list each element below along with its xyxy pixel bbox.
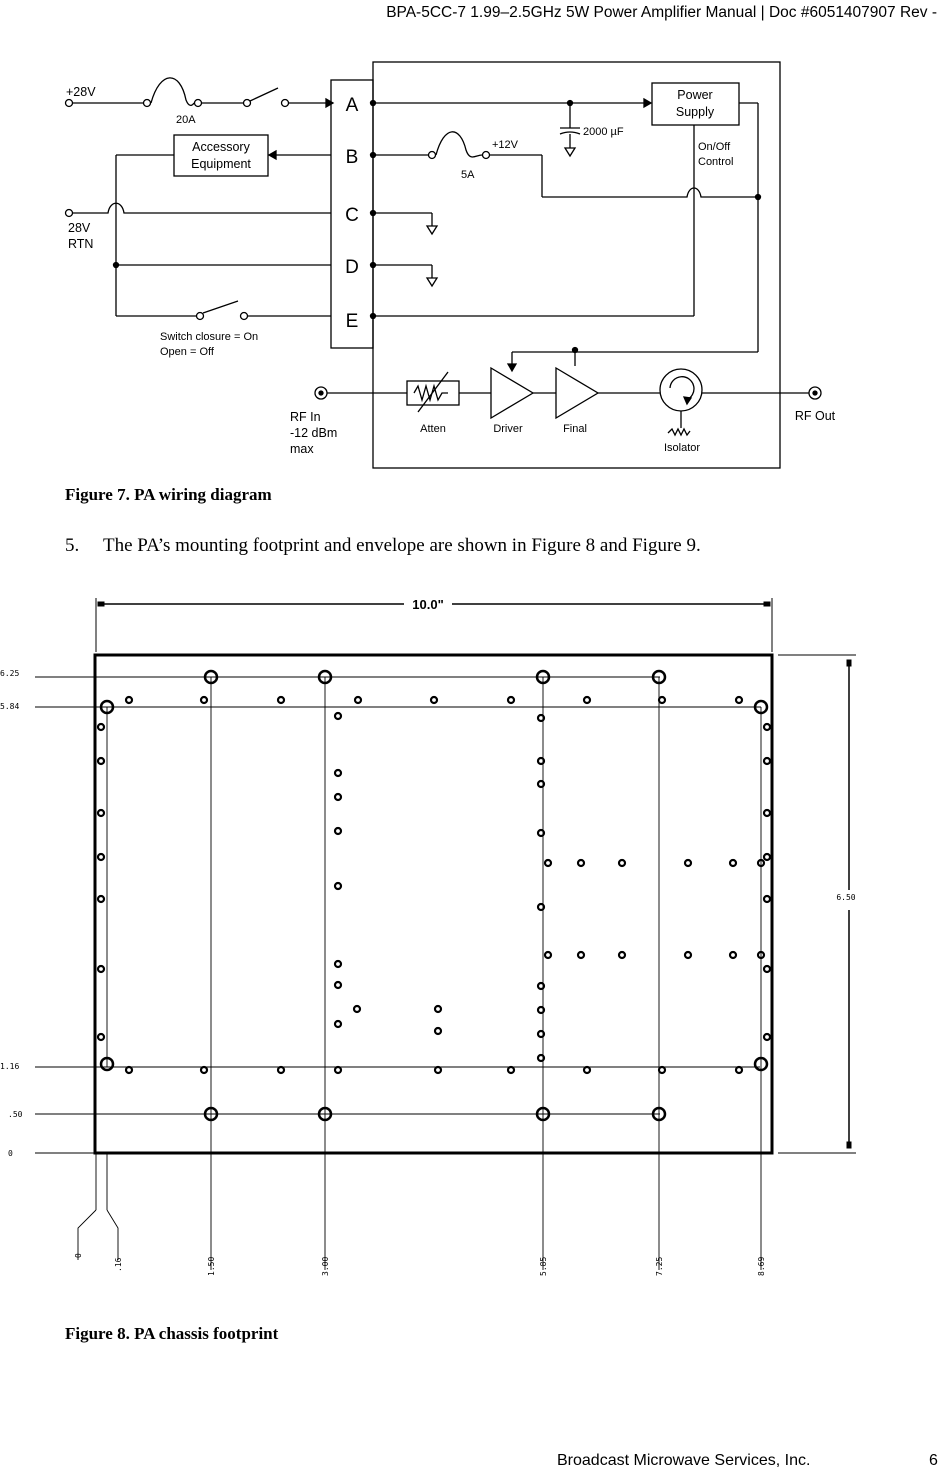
pa-enclosure [372,61,781,469]
paragraph-5: 5. The PA’s mounting footprint and envelo… [65,535,701,557]
label-final: Final [563,423,587,435]
height-dimension: 6.50 [836,893,855,902]
figure8-caption: Figure 8. PA chassis footprint [65,1324,279,1343]
pin-a: A [346,95,359,116]
power-supply-box [651,82,740,126]
pin-c: C [345,205,359,226]
label-switch-closure: Switch closure = On [160,331,258,343]
pa-wiring-diagram: +28V 20A Accessory Equipment 28V RTN A B… [64,61,836,469]
y-label-0: 0 [8,1149,13,1158]
label-5a: 5A [461,169,475,181]
pin-e: E [346,311,359,332]
label-rf-in: RF In [290,410,321,424]
label-control: Control [698,156,733,168]
label-power: Power [677,88,712,102]
label-equipment: Equipment [191,157,251,171]
pa-chassis-footprint: 10.0" 6.50 6.25 5.84 1.16 .50 0 0 .16 1.… [0,597,856,1276]
label-rf-in-max: max [290,442,314,456]
label-20a: 20A [176,114,196,126]
chassis-outline [93,653,774,1155]
final-amp [555,366,600,420]
pin-d: D [345,257,359,278]
y-label-625: 6.25 [0,669,19,678]
label-rtn: RTN [68,237,93,251]
footer-company: Broadcast Microwave Services, Inc. [557,1452,811,1469]
label-atten: Atten [420,423,446,435]
label-28v-rtn: 28V [68,221,91,235]
rf-out-connector [808,386,822,400]
label-12v: +12V [492,139,519,151]
y-label-050: .50 [8,1110,23,1119]
x-label-300: 3.00 [321,1257,330,1276]
page-number: 6 [929,1452,938,1469]
label-open-off: Open = Off [160,346,215,358]
page-header: BPA-5CC-7 1.99–2.5GHz 5W Power Amplifier… [386,4,937,21]
paragraph-number: 5. [65,535,80,556]
label-driver: Driver [493,423,523,435]
y-label-116: 1.16 [0,1062,19,1071]
figure7-caption: Figure 7. PA wiring diagram [65,485,272,504]
x-label-150: 1.50 [207,1257,216,1276]
label-rf-out: RF Out [795,409,836,423]
x-label-869: 8.69 [757,1257,766,1276]
x-label-585: 5.85 [539,1257,548,1276]
label-isolator: Isolator [664,442,700,454]
y-label-584: 5.84 [0,702,19,711]
paragraph-text: The PA’s mounting footprint and envelope… [103,535,701,556]
x-label-016: .16 [114,1257,123,1272]
label-accessory: Accessory [192,140,250,154]
label-capacitor: 2000 µF [583,126,624,138]
label-rf-in-level: -12 dBm [290,426,337,440]
label-supply: Supply [676,105,715,119]
label-onoff: On/Off [698,141,731,153]
width-dimension: 10.0" [412,597,443,612]
x-label-725: 7.25 [655,1257,664,1276]
label-28v: +28V [66,85,96,99]
x-label-0: 0 [74,1253,83,1258]
isolator [659,368,703,412]
driver-amp [490,366,535,420]
pin-b: B [346,147,359,168]
